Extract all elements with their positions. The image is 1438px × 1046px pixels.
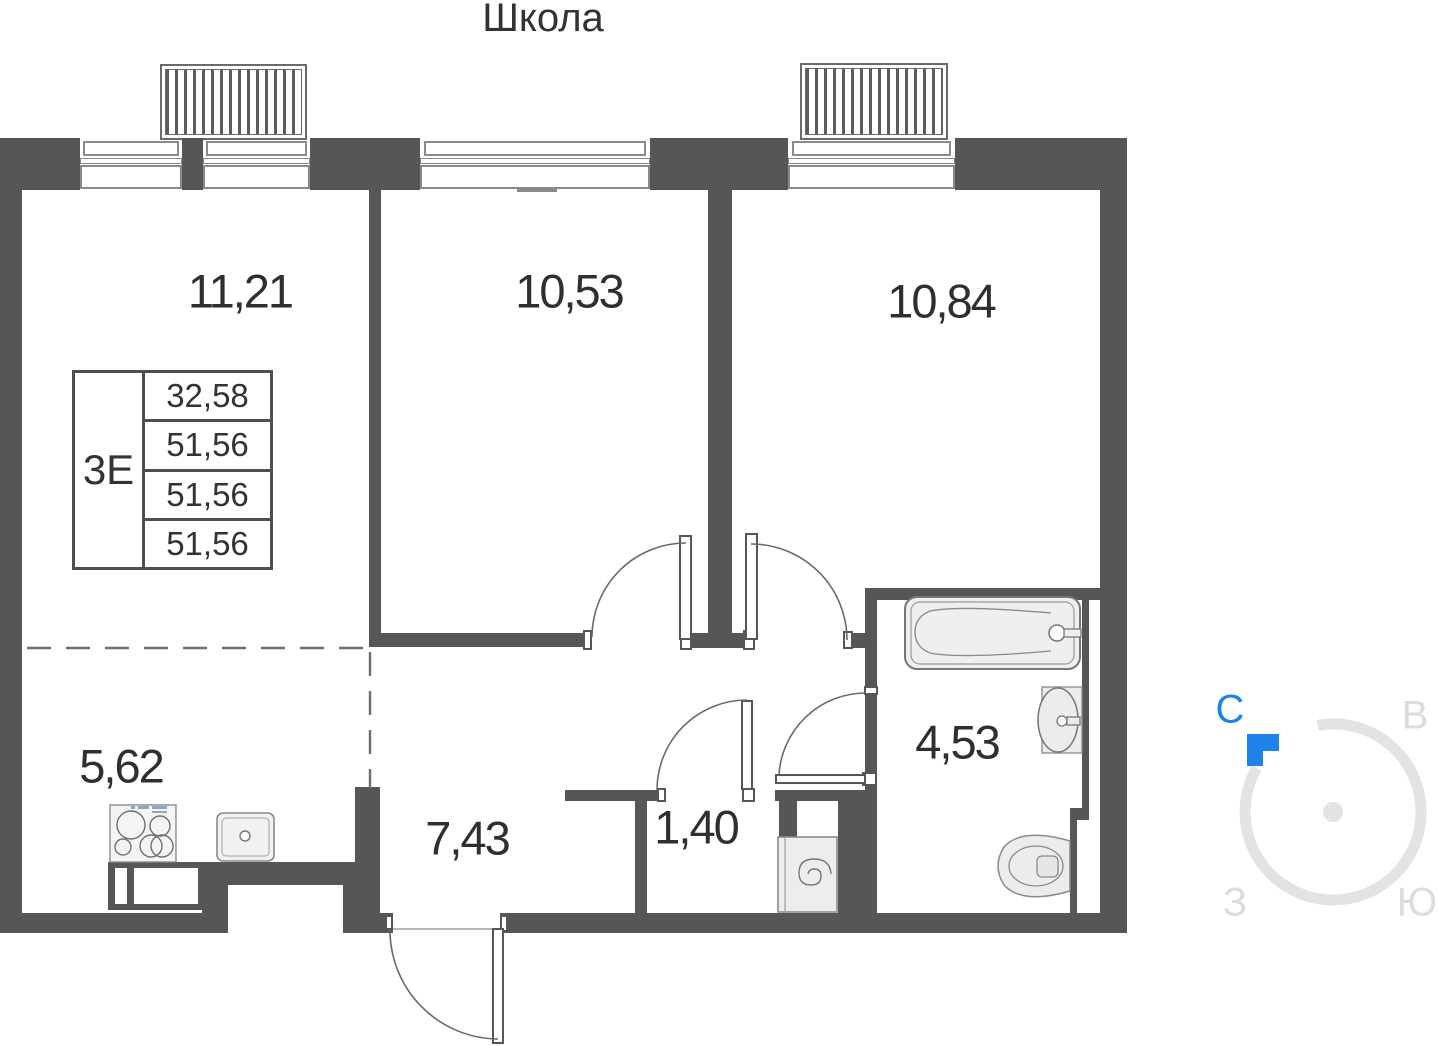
room-area-bedroom2: 10,84 bbox=[887, 274, 997, 328]
window bbox=[206, 141, 307, 156]
window bbox=[203, 165, 310, 189]
door-leaf-bedroom1 bbox=[679, 535, 692, 640]
window bbox=[203, 158, 310, 164]
unit-area-row: 51,56 bbox=[145, 472, 270, 521]
compass-label-south: Ю bbox=[1396, 880, 1438, 925]
door-arc-wardrobe bbox=[656, 699, 748, 791]
window bbox=[788, 158, 955, 164]
wall-segment bbox=[182, 138, 203, 190]
compass-north-marker bbox=[1247, 734, 1279, 766]
door-frame bbox=[385, 915, 393, 930]
wall-bathroom-east-upper bbox=[1082, 600, 1089, 814]
wall-duct-right bbox=[838, 801, 865, 913]
wall-hall-top-left bbox=[369, 633, 592, 647]
room-area-bathroom: 4,53 bbox=[915, 715, 1000, 769]
wall-bathroom-east-lower bbox=[1070, 814, 1077, 913]
grille-bars bbox=[805, 68, 943, 135]
door-arc-bedroom2 bbox=[750, 543, 848, 641]
entrance-opening bbox=[393, 913, 500, 933]
door-arc-bedroom1 bbox=[591, 542, 687, 638]
wall-duct-top bbox=[775, 790, 877, 801]
compass-label-east: В bbox=[1401, 693, 1429, 738]
window bbox=[420, 158, 650, 164]
wall-wardrobe-west bbox=[635, 801, 647, 913]
balcony-grille-right bbox=[800, 63, 948, 140]
window bbox=[83, 141, 179, 156]
unit-area-row: 51,56 bbox=[166, 524, 249, 562]
bathtub-icon bbox=[904, 596, 1082, 670]
compass bbox=[1239, 718, 1427, 906]
unit-info-table: 3Е 32,58 51,56 51,56 51,56 bbox=[72, 370, 273, 570]
wall-right-exterior bbox=[1100, 138, 1127, 933]
wall-segment bbox=[955, 138, 1127, 190]
room-area-kitchen: 5,62 bbox=[79, 739, 164, 793]
unit-type: 3Е bbox=[75, 373, 145, 567]
room-area-bedroom1: 10,53 bbox=[515, 264, 625, 318]
window bbox=[80, 158, 182, 164]
door-leaf-entrance bbox=[492, 928, 504, 1044]
door-arc-bathroom bbox=[778, 692, 867, 776]
door-leaf-bathroom bbox=[775, 774, 866, 784]
washing-machine-icon bbox=[777, 836, 838, 913]
unit-area-row: 32,58 bbox=[145, 373, 270, 423]
door-frame bbox=[500, 915, 508, 932]
wall-living-bedroom1 bbox=[369, 190, 381, 645]
window bbox=[80, 165, 182, 189]
unit-areas: 32,58 51,56 51,56 51,56 bbox=[145, 373, 270, 567]
balcony-grille-left bbox=[160, 64, 307, 140]
window bbox=[424, 141, 646, 156]
wall-bedroom1-bedroom2 bbox=[708, 190, 732, 648]
door-leaf-bedroom2 bbox=[745, 533, 758, 640]
window-center-mark bbox=[517, 187, 557, 192]
door-frame bbox=[864, 686, 878, 695]
door-arc-entrance bbox=[389, 929, 499, 1040]
wall-bathroom-west bbox=[865, 588, 877, 913]
compass-label-west: З bbox=[1222, 880, 1248, 925]
grille-bars bbox=[165, 69, 302, 135]
door-frame bbox=[657, 788, 666, 802]
wall-segment bbox=[310, 138, 420, 190]
door-leaf-wardrobe bbox=[741, 700, 753, 790]
sink-icon bbox=[1037, 686, 1083, 754]
room-area-hallway: 7,43 bbox=[425, 811, 510, 865]
toilet-icon bbox=[997, 834, 1071, 898]
stove-icon bbox=[109, 804, 177, 863]
wall-left-exterior bbox=[0, 138, 22, 933]
room-area-wardrobe: 1,40 bbox=[654, 800, 739, 854]
wall-recess bbox=[228, 885, 343, 933]
wall-wardrobe-top bbox=[565, 790, 665, 801]
compass-ring bbox=[1239, 718, 1427, 906]
window bbox=[788, 165, 955, 189]
wall-segment bbox=[650, 138, 788, 190]
kitchen-sink-icon bbox=[216, 812, 275, 862]
page-title: Школа bbox=[482, 0, 604, 40]
wall-pier bbox=[202, 862, 228, 933]
wall-kitchen-lintel bbox=[202, 862, 367, 885]
wall-duct-left bbox=[779, 801, 797, 837]
unit-area-row: 51,56 bbox=[145, 422, 270, 472]
compass-center-dot bbox=[1323, 802, 1343, 822]
room-area-living: 11,21 bbox=[187, 264, 294, 318]
vent-duct-divider bbox=[127, 868, 134, 904]
compass-label-north: С bbox=[1215, 687, 1245, 732]
window bbox=[792, 141, 951, 156]
door-frame bbox=[843, 631, 853, 649]
door-frame bbox=[583, 630, 592, 650]
